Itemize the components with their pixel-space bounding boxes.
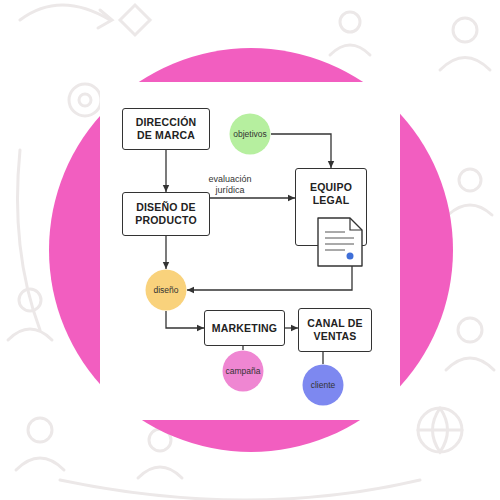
globe-icon [418,408,462,452]
node-label: DIRECCIÓN DE MARCA [131,116,201,142]
output-circle: campaña [222,350,264,392]
connector [242,346,243,350]
person-icon [330,45,370,55]
node-label: objetivos [233,129,267,139]
connector [271,134,331,168]
arrow-head [197,325,204,331]
card [100,82,400,420]
connector [322,352,323,364]
person-icon [453,18,477,42]
arrow-icon [60,480,420,500]
person-icon [446,358,494,370]
person-icon [459,169,481,191]
arrow-head [328,161,334,168]
process-box: MARKETING [204,310,285,346]
person-icon [458,318,482,342]
arrow-head [163,185,169,192]
connector [210,197,295,198]
process-box: CANAL DE VENTAS [298,308,372,352]
person-icon [448,205,492,215]
node-label: cliente [311,380,336,390]
input-circle: objetivos [229,113,271,155]
document-seal [347,253,354,260]
node-label: EQUIPO LEGAL [304,181,358,207]
process-box: DIRECCIÓN DE MARCA [122,108,210,150]
circle-fill [303,365,344,406]
circle-fill [223,351,264,392]
process-box: EQUIPO LEGAL [295,168,367,246]
circle-fill [230,114,271,155]
connector [187,246,352,290]
person-icon [19,289,41,311]
arrow-icon [98,10,112,28]
pink-circle [49,48,453,452]
process-box: DISEÑO DE PRODUCTO [122,192,210,236]
edge-label: evaluación jurídica [198,174,262,196]
output-circle: cliente [302,364,344,406]
document-fold [350,218,362,230]
person-icon [8,329,52,340]
background-icons [8,5,494,500]
arrow-head [163,262,169,269]
arrow-head [187,287,194,293]
diamond-icon [120,5,150,35]
person-icon [16,458,64,470]
gear-icon [69,84,101,116]
person-icon [340,12,360,32]
node-label: diseño [153,285,178,295]
document-lines [325,232,354,250]
person-icon [138,467,182,478]
document-sheet [318,218,362,266]
person-icon [28,418,52,442]
person-icon [440,58,490,71]
circle-fill [146,270,187,311]
node-label: campaña [226,366,261,376]
output-circle: diseño [145,269,187,311]
node-label: DISEÑO DE PRODUCTO [131,201,201,227]
arrow-icon [20,5,110,20]
node-label: CANAL DE VENTAS [307,317,363,343]
arrow-head [291,325,298,331]
node-label: MARKETING [212,322,277,335]
globe-icon [418,408,462,452]
gear-icon [79,94,91,106]
arrow-head [288,195,295,201]
arrow-icon [18,150,41,330]
